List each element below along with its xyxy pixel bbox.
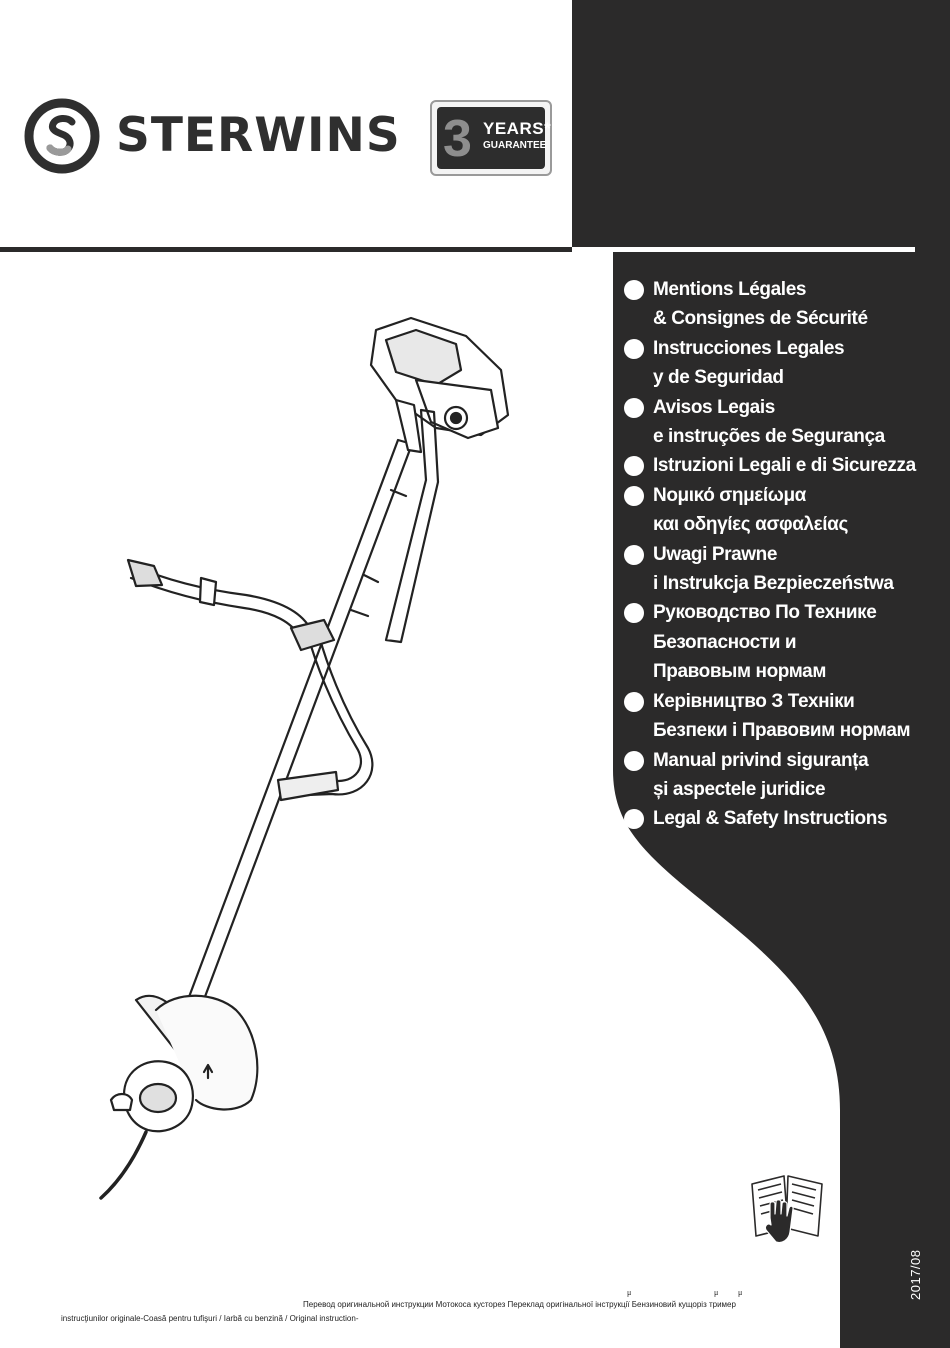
sterwins-logo-icon	[24, 98, 100, 174]
brand-name: STERWINS	[116, 108, 401, 163]
guarantee-years-label: YEARS*	[483, 119, 552, 138]
footer-mu-mark: μ	[738, 1288, 743, 1297]
title-line: și aspectele juridice	[653, 778, 826, 800]
title-el: Νομικό σημείωμα και οδηγίες ασφαλείας	[624, 481, 944, 540]
title-line: e instruções de Segurança	[653, 426, 885, 448]
bullet-icon	[624, 750, 644, 771]
title-line: Legal & Safety Instructions	[653, 808, 888, 830]
title-fr: Mentions Légales & Consignes de Sécurité	[624, 275, 944, 334]
footer-mu-mark: μ	[714, 1288, 719, 1297]
guarantee-label: GUARANTEE	[483, 140, 547, 151]
title-uk: Керівництво З Техніки Безпеки і Правовим…	[624, 687, 944, 746]
title-line: Mentions Légales	[653, 279, 807, 300]
title-line: Avisos Legais	[653, 396, 775, 418]
title-line: Керівництво З Техніки	[653, 690, 855, 712]
title-pl: Uwagi Prawne i Instrukcja Bezpieczeństwa	[624, 540, 944, 599]
bullet-icon	[624, 809, 644, 830]
document-titles: Mentions Légales & Consignes de Sécurité…	[624, 275, 944, 834]
title-line: Νομικό σημείωμα	[653, 484, 806, 506]
bullet-icon	[624, 397, 644, 418]
brush-cutter-illustration	[99, 316, 510, 1200]
guarantee-badge: 3 YEARS* GUARANTEE	[430, 100, 552, 176]
title-line: και οδηγίες ασφαλείας	[653, 514, 848, 536]
title-line: i Instrukcja Bezpieczeństwa	[653, 573, 894, 595]
title-line: Istruzioni Legali e di Sicurezza	[653, 455, 916, 477]
title-line: y de Seguridad	[653, 367, 784, 389]
footer-original-line: instrucţiunilor originale-Coasă pentru t…	[61, 1314, 359, 1323]
title-line: Uwagi Prawne	[653, 543, 778, 565]
title-line: Руководство По Технике	[653, 602, 877, 624]
publication-date: 2017/08	[908, 1249, 923, 1301]
title-pt: Avisos Legais e instruções de Segurança	[624, 393, 944, 452]
title-ro: Manual privind siguranța și aspectele ju…	[624, 746, 944, 805]
title-line: Безопасности и	[653, 631, 797, 653]
brand-logo: STERWINS	[24, 98, 404, 178]
bullet-icon	[624, 485, 644, 506]
bullet-icon	[624, 544, 644, 565]
footer-mu-mark: μ	[627, 1288, 632, 1297]
bullet-icon	[624, 338, 644, 359]
bullet-icon	[624, 691, 644, 712]
title-line: Правовым нормам	[653, 661, 826, 683]
title-line: Безпеки і Правовим нормам	[653, 720, 911, 742]
title-es: Instrucciones Legales y de Seguridad	[624, 334, 944, 393]
title-line: & Consignes de Sécurité	[653, 308, 868, 330]
title-line: Manual privind siguranța	[653, 749, 869, 771]
bullet-icon	[624, 603, 644, 624]
title-en: Legal & Safety Instructions	[624, 804, 944, 833]
title-line: Instrucciones Legales	[653, 337, 845, 359]
bullet-icon	[624, 280, 644, 300]
read-manual-icon	[751, 1175, 823, 1244]
footer-translation-line: Перевод оригинальной инструкции Мотокоса…	[303, 1300, 736, 1309]
guarantee-years-number: 3	[443, 110, 472, 168]
title-it: Istruzioni Legali e di Sicurezza	[624, 451, 944, 480]
bullet-icon	[624, 456, 644, 477]
title-ru: Руководство По Технике Безопасности и Пр…	[624, 598, 944, 686]
